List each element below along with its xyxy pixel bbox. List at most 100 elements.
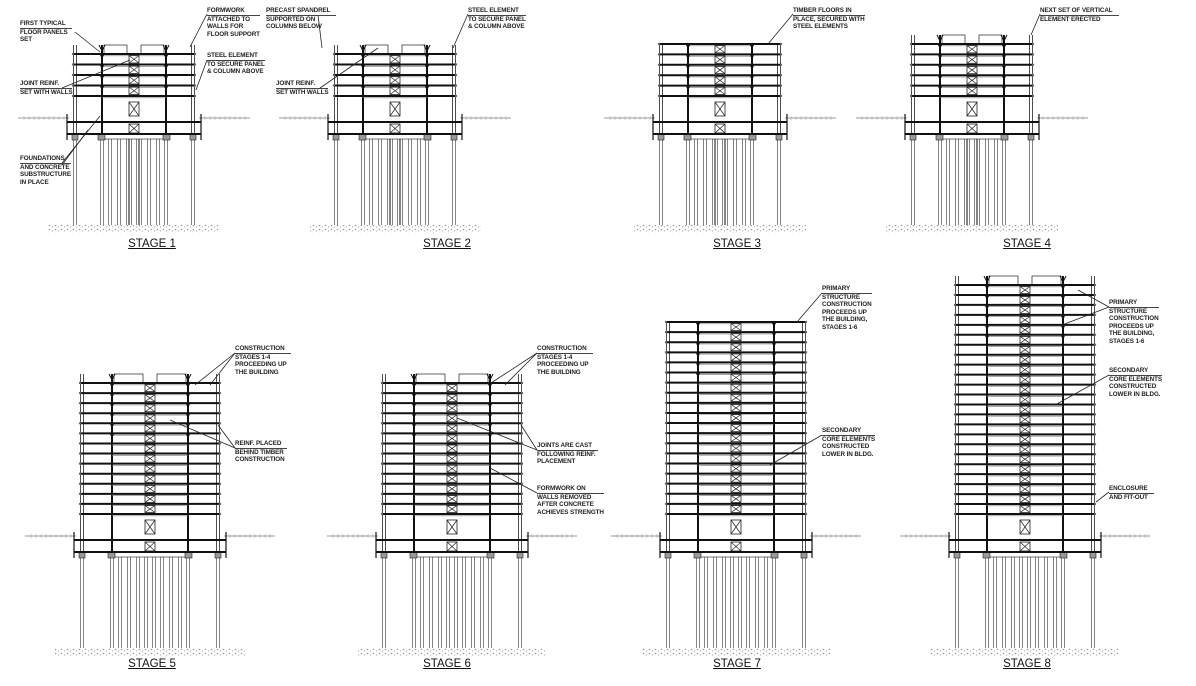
core-element: [446, 505, 458, 513]
joint: [664, 492, 668, 495]
joint: [953, 333, 957, 336]
core-element: [144, 484, 156, 493]
annotation-line: FORMWORK: [207, 7, 260, 16]
joint: [78, 401, 82, 405]
bracket: [488, 414, 492, 419]
bracket: [985, 286, 989, 290]
annotation-line: BEHIND TIMBER: [235, 448, 284, 456]
bracket: [110, 424, 114, 429]
bracket: [686, 55, 690, 60]
core-element: [1019, 315, 1031, 324]
bracket: [686, 45, 690, 49]
stage-label: STAGE 2: [423, 238, 471, 250]
bracket: [412, 394, 416, 399]
wall-panel: [988, 275, 1019, 286]
formwork-bracket: [983, 275, 991, 284]
gravel-base: [309, 225, 481, 233]
core-element: [730, 484, 742, 493]
core-element: [1019, 345, 1031, 354]
formwork-bracket: [936, 34, 944, 43]
bracket: [110, 394, 114, 399]
leader-line: [456, 417, 538, 451]
bracket: [1002, 55, 1006, 60]
stage-label: STAGE 6: [423, 658, 471, 670]
core-element: [144, 434, 156, 443]
core-element: [714, 76, 726, 85]
core-element: [730, 353, 742, 362]
core-element: [730, 333, 742, 342]
joint: [664, 502, 668, 506]
annotation-line: ENCLOSURE: [1109, 485, 1154, 494]
joint: [71, 73, 75, 77]
joint: [332, 94, 336, 98]
joint: [380, 462, 384, 465]
core-element: [389, 101, 401, 117]
joint: [78, 482, 82, 485]
bracket: [772, 373, 776, 378]
core-element: [730, 403, 742, 412]
bracket: [1061, 295, 1065, 300]
core-element: [966, 101, 978, 117]
bracket: [1061, 305, 1065, 310]
leader-line: [1077, 289, 1110, 308]
bracket: [164, 55, 168, 59]
joint: [664, 330, 668, 334]
annotation-line: WALLS FOR: [207, 23, 244, 31]
joint: [657, 53, 661, 56]
annotation-line: SUPPORTED ON: [266, 15, 316, 23]
bracket: [985, 325, 989, 330]
joint: [71, 94, 75, 98]
joint: [953, 463, 957, 466]
building-stage-6: [327, 373, 577, 656]
annotation-line: REINF. PLACED: [235, 440, 288, 449]
core-element: [730, 414, 742, 422]
leader-line: [217, 424, 236, 449]
joint: [953, 353, 957, 356]
joint: [664, 482, 668, 485]
joint: [909, 74, 913, 77]
annotation-line: PLACE, SECURED WITH: [793, 15, 865, 23]
annotation-line: & COLUMN ABOVE: [468, 23, 525, 31]
joint: [78, 381, 82, 385]
annotation-line: TO SECURE PANEL: [207, 60, 265, 68]
annotation-line: PLACEMENT: [537, 458, 576, 466]
bracket: [1061, 325, 1065, 330]
bracket: [412, 404, 416, 409]
joint: [664, 320, 668, 324]
leader-line: [796, 292, 823, 323]
core-element: [446, 464, 458, 473]
gravel-base: [641, 648, 831, 656]
joint: [909, 42, 913, 46]
bracket: [110, 404, 114, 409]
leader-line: [767, 13, 794, 45]
joint: [664, 462, 668, 465]
core-element: [730, 504, 742, 513]
annotation-line: SET WITH WALLS: [20, 88, 73, 96]
bracket: [425, 76, 429, 80]
bracket: [164, 86, 168, 91]
joint: [380, 432, 384, 435]
joint: [664, 391, 668, 394]
stage-label: STAGE 4: [1003, 238, 1051, 250]
leader-line: [489, 467, 538, 494]
annotation-line: STEEL ELEMENTS: [793, 23, 848, 31]
annotation-line: CORE ELEMENTS: [822, 435, 875, 443]
core-element: [714, 101, 726, 117]
leader-line: [195, 59, 208, 91]
joint: [78, 432, 82, 435]
joint: [664, 351, 668, 354]
core-element: [144, 414, 156, 423]
annotation-line: STAGES 1-4: [537, 353, 573, 361]
core-element: [1019, 335, 1031, 344]
annotation-line: AND CONCRETE: [20, 163, 70, 171]
annotation-stage-1-4: JOINT REINF.SET WITH WALLS: [20, 80, 73, 96]
annotation-line: ACHIEVES STRENGTH: [537, 508, 604, 516]
annotation-line: JOINTS ARE CAST: [537, 442, 598, 451]
joint: [380, 472, 384, 475]
core-element: [144, 464, 156, 473]
joint: [953, 423, 957, 426]
